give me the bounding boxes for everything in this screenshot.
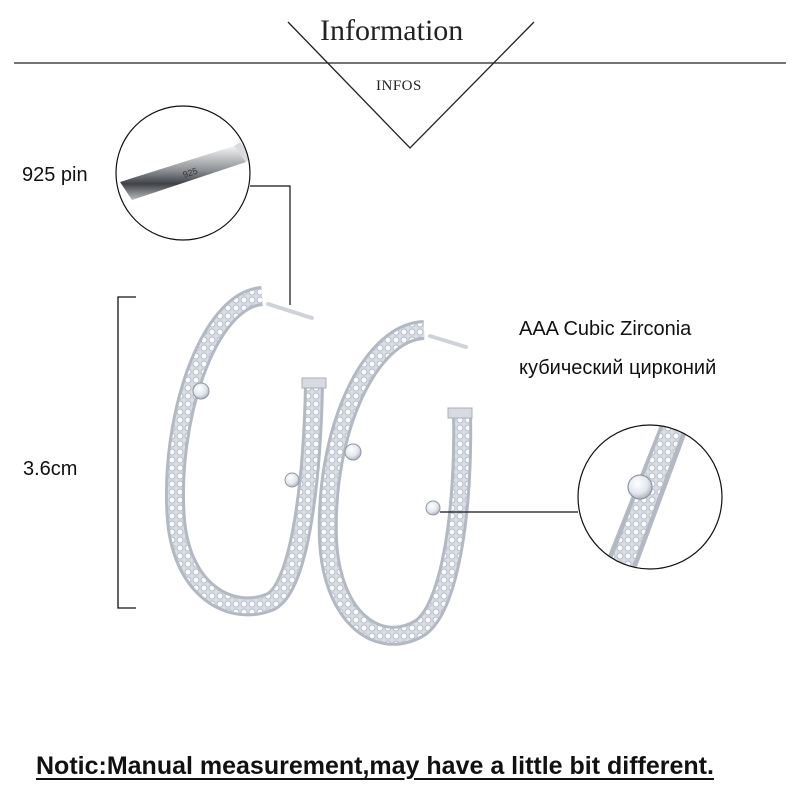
- stone-zoom-callout: [440, 424, 723, 570]
- size-label: 3.6cm: [23, 458, 78, 480]
- earring-right: [317, 320, 473, 646]
- size-bracket: [117, 296, 136, 609]
- header-subtitle: INFOS: [376, 78, 422, 94]
- pin-zoom-callout: 925: [115, 105, 291, 305]
- measurement-notice: Notic:Manual measurement,may have a litt…: [36, 752, 714, 780]
- header-title: Information: [320, 14, 464, 47]
- pin-engraving: 925: [182, 166, 199, 180]
- header-decoration: [14, 21, 786, 149]
- earring-left: [165, 286, 327, 617]
- stone-label-russian: кубический цирконий: [519, 357, 717, 379]
- pin-label: 925 pin: [22, 164, 88, 186]
- stone-label-english: AAA Cubic Zirconia: [519, 318, 692, 340]
